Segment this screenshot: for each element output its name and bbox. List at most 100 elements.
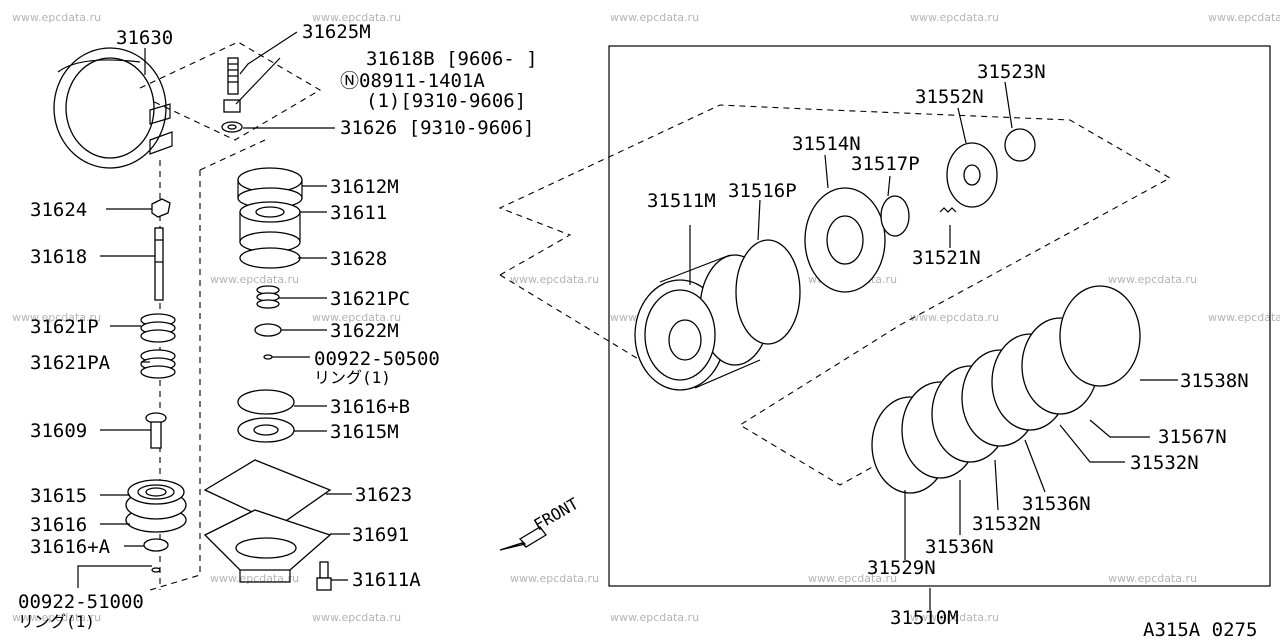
- watermark: www.epcdata.ru: [1208, 11, 1280, 24]
- label-08911-1401a: Ⓝ08911-1401A: [340, 70, 485, 92]
- watermark: www.epcdata.ru: [1108, 273, 1197, 286]
- piston-seal: [880, 195, 910, 237]
- watermarks: www.epcdata.ru www.epcdata.ru www.epcdat…: [12, 11, 1280, 624]
- watermark: www.epcdata.ru: [12, 11, 101, 24]
- label-31618: 31618: [30, 246, 87, 268]
- watermark: www.epcdata.ru: [210, 273, 299, 286]
- watermark: www.epcdata.ru: [210, 572, 299, 585]
- servo-piston-upper: [237, 167, 303, 269]
- axis-line: [498, 104, 1172, 486]
- label-00922-50500-ring: リング(1): [314, 368, 391, 387]
- assembly-frame: [608, 45, 1271, 587]
- label-31517p: 31517P: [851, 153, 920, 175]
- snap-ring: [1004, 128, 1036, 162]
- drum-seal-ring: [735, 239, 801, 345]
- label-31622m: 31622M: [330, 320, 399, 342]
- label-31628: 31628: [330, 248, 387, 270]
- label-31567n: 31567N: [1158, 426, 1227, 448]
- spring-retainer: [254, 323, 282, 337]
- label-31532n-a: 31532N: [1130, 452, 1199, 474]
- front-arrow: FRONT: [499, 494, 583, 551]
- watermark: www.epcdata.ru: [510, 572, 599, 585]
- piston-seal-set: [237, 389, 295, 443]
- watermark: www.epcdata.ru: [610, 11, 699, 24]
- label-00922-51000-ring: リング(1): [18, 612, 95, 631]
- label-31552n: 31552N: [915, 86, 984, 108]
- spring: [939, 207, 957, 213]
- axis-line: [499, 274, 641, 361]
- label-31615: 31615: [30, 485, 87, 507]
- label-08911-qty: (1)[9310-9606]: [366, 90, 526, 112]
- label-31625m: 31625M: [302, 21, 371, 43]
- label-31514n: 31514N: [792, 133, 861, 155]
- label-31529n: 31529N: [867, 557, 936, 579]
- label-31621pc: 31621PC: [330, 288, 410, 310]
- axis-line: [149, 170, 201, 591]
- watermark: www.epcdata.ru: [610, 611, 699, 624]
- piston-rod: [154, 227, 164, 301]
- watermark: www.epcdata.ru: [910, 611, 999, 624]
- axis-line: [199, 139, 266, 171]
- label-00922-51000: 00922-51000: [18, 591, 144, 613]
- watermark: www.epcdata.ru: [312, 311, 401, 324]
- return-spring: [256, 285, 280, 309]
- label-31615m: 31615M: [330, 421, 399, 443]
- label-31630: 31630: [116, 27, 173, 49]
- label-31616-a: 31616+A: [30, 536, 111, 558]
- watermark: www.epcdata.ru: [910, 311, 999, 324]
- clutch-plates: [871, 285, 1141, 494]
- label-31616: 31616: [30, 514, 87, 536]
- watermark: www.epcdata.ru: [808, 572, 897, 585]
- label-31510m: 31510M: [890, 607, 959, 629]
- label-31621p: 31621P: [30, 316, 99, 338]
- label-31511m: 31511M: [647, 190, 716, 212]
- piston-bolt: [145, 412, 167, 449]
- watermark: www.epcdata.ru: [910, 11, 999, 24]
- label-31618b: 31618B [9606- ]: [366, 48, 538, 70]
- part-labels: 31630 31625M 31618B [9606- ] Ⓝ08911-1401…: [18, 21, 1257, 640]
- axis-line: [139, 41, 322, 141]
- front-label: FRONT: [531, 494, 583, 535]
- return-spring: [140, 349, 176, 379]
- spring-retainer: [946, 142, 998, 208]
- cover-bolt: [316, 561, 332, 591]
- label-31521n: 31521N: [912, 247, 981, 269]
- brake-band: [53, 47, 173, 169]
- snap-ring: [263, 354, 273, 360]
- label-31609: 31609: [30, 420, 87, 442]
- label-31623: 31623: [355, 484, 412, 506]
- label-31621pa: 31621PA: [30, 352, 111, 374]
- label-00922-50500: 00922-50500: [314, 348, 440, 370]
- watermark: www.epcdata.ru: [1208, 311, 1280, 324]
- servo-cover: [203, 509, 332, 583]
- watermark: www.epcdata.ru: [510, 273, 599, 286]
- anchor-bolt: [221, 57, 243, 133]
- watermark: www.epcdata.ru: [312, 611, 401, 624]
- label-31612m: 31612M: [330, 176, 399, 198]
- label-31532n-b: 31532N: [972, 513, 1041, 535]
- watermark: www.epcdata.ru: [12, 611, 101, 624]
- label-31516p: 31516P: [728, 180, 797, 202]
- return-spring: [140, 313, 176, 343]
- label-31624: 31624: [30, 199, 87, 221]
- label-31691: 31691: [352, 524, 409, 546]
- label-31523n: 31523N: [977, 61, 1046, 83]
- label-31536n-a: 31536N: [1022, 493, 1091, 515]
- leader-lines: [77, 31, 1178, 610]
- servo-assembly: [53, 41, 332, 591]
- label-31536n-b: 31536N: [925, 536, 994, 558]
- clutch-assembly: [498, 104, 1172, 494]
- label-31611a: 31611A: [352, 569, 421, 591]
- watermark: www.epcdata.ru: [12, 311, 101, 324]
- label-31611: 31611: [330, 202, 387, 224]
- band-strut: [151, 198, 171, 218]
- watermark: www.epcdata.ru: [1108, 572, 1197, 585]
- servo-piston: [125, 479, 187, 573]
- watermark: www.epcdata.ru: [312, 11, 401, 24]
- diagram-code: A315A 0275: [1143, 619, 1257, 640]
- clutch-piston: [804, 187, 886, 293]
- label-31538n: 31538N: [1180, 370, 1249, 392]
- label-31626: 31626 [9310-9606]: [340, 117, 534, 139]
- label-31616-b: 31616+B: [330, 396, 410, 418]
